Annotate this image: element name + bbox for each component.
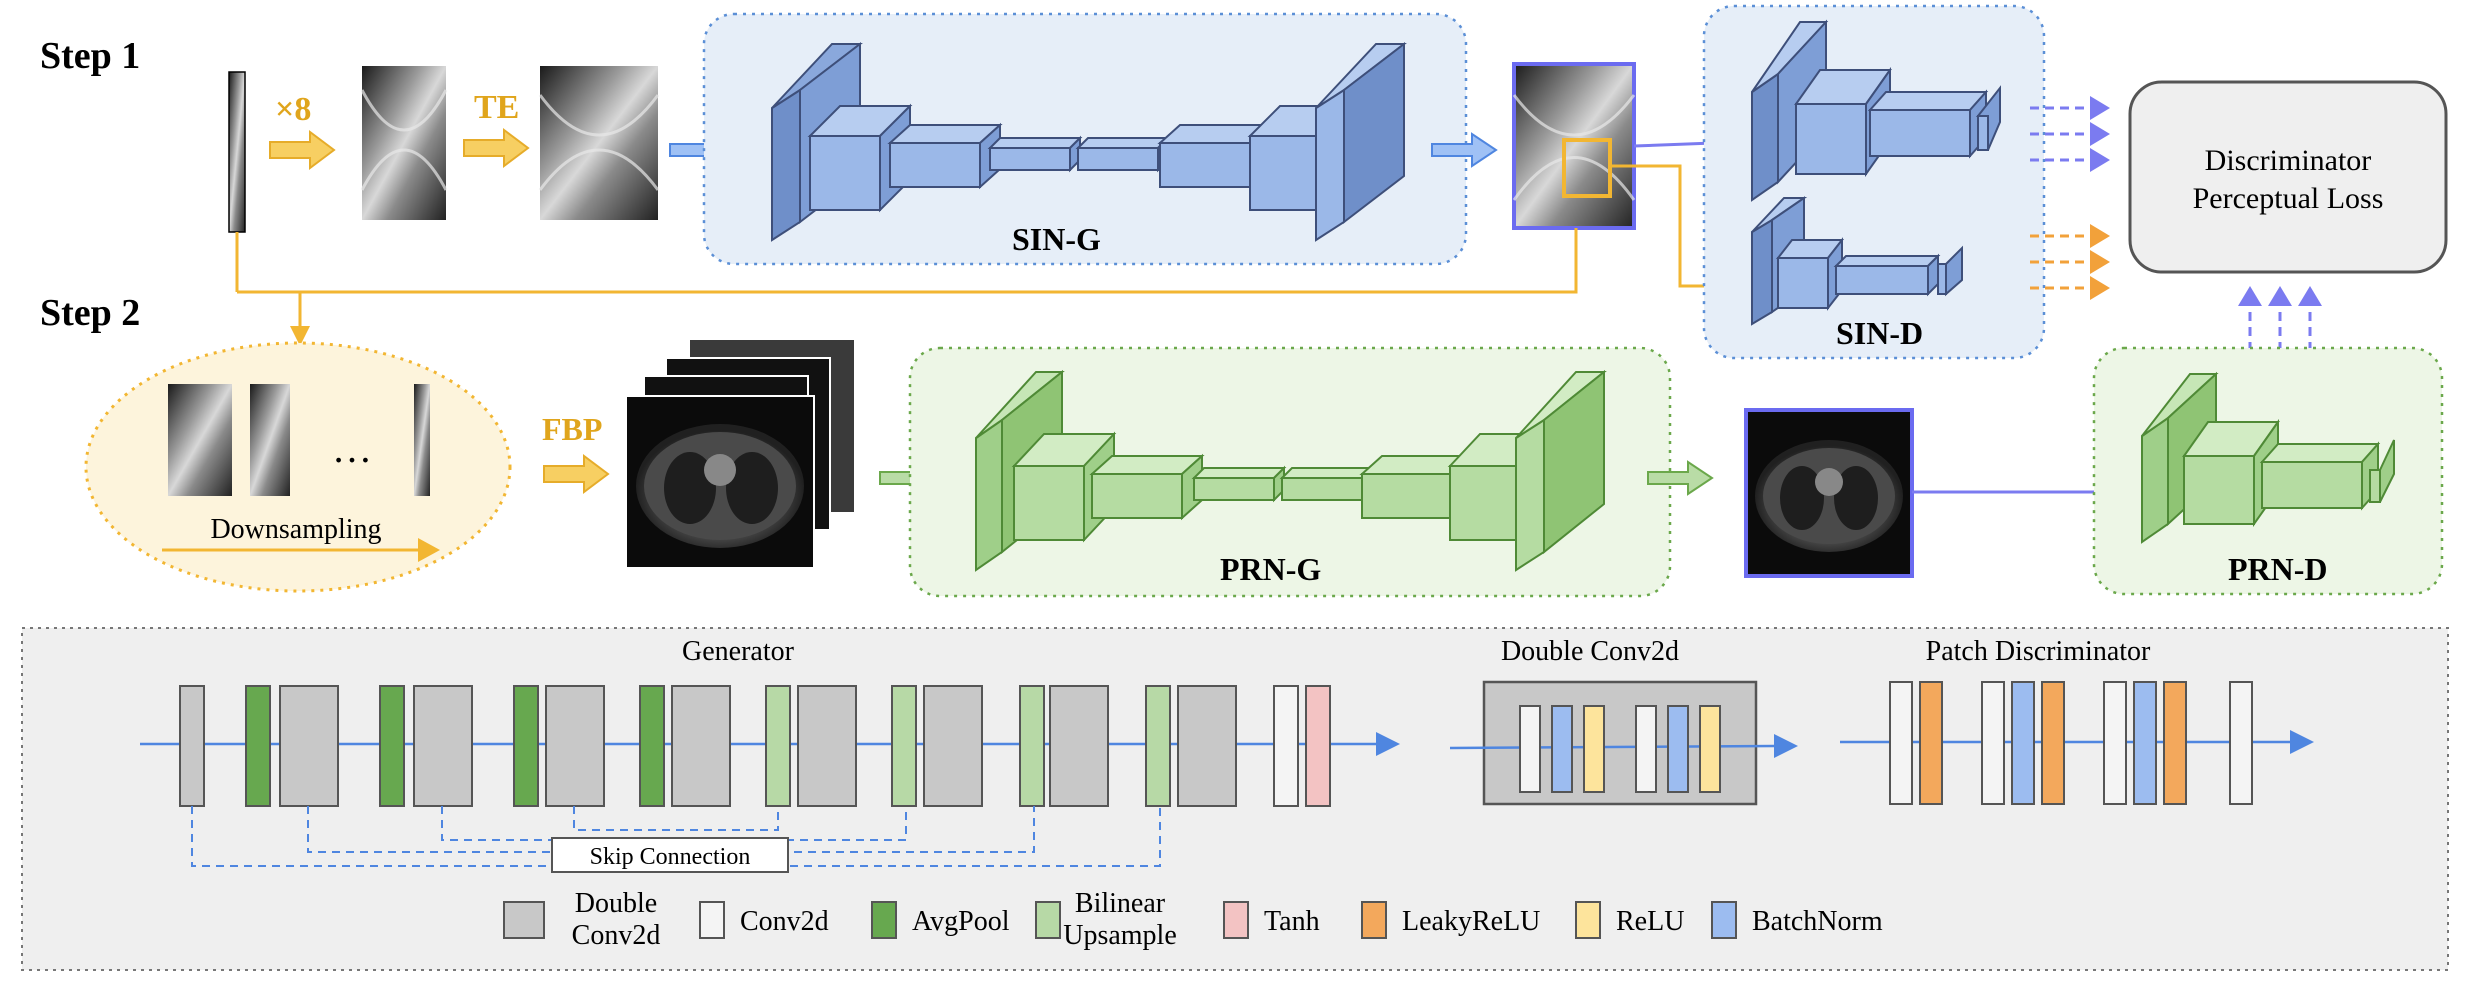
sin-g-network bbox=[771, 41, 1407, 242]
legend-label-avgpool: AvgPool bbox=[912, 906, 1010, 937]
prn-g-network bbox=[975, 369, 1607, 572]
sin-g-label: SIN-G bbox=[1012, 221, 1101, 257]
generated-sinogram bbox=[1512, 62, 1636, 230]
prn-d-label: PRN-D bbox=[2228, 551, 2328, 587]
legend-label-relu: ReLU bbox=[1616, 906, 1684, 937]
prn-g-label: PRN-G bbox=[1220, 551, 1321, 587]
downsample-sino-3 bbox=[414, 384, 430, 496]
downsample-sino-1 bbox=[168, 384, 232, 496]
reconstructed-ct bbox=[1744, 408, 1914, 578]
legend-label-bilinear-upsample: Bilinear bbox=[1075, 888, 1166, 919]
sinogram-te bbox=[540, 66, 658, 220]
prn-d-network bbox=[2141, 371, 2395, 544]
prn-d-outputs bbox=[2238, 286, 2322, 366]
double-conv-detail bbox=[1449, 680, 1798, 806]
arrow-out-prn-g bbox=[1647, 460, 1714, 496]
downsampling-label: Downsampling bbox=[210, 514, 381, 545]
arrow-out-sin-g bbox=[1431, 132, 1498, 168]
patch-disc-detail bbox=[1840, 681, 2314, 805]
generator-flow bbox=[140, 685, 1400, 807]
sinogram-8x bbox=[362, 66, 446, 220]
patch-disc-title: Patch Discriminator bbox=[1926, 636, 2151, 667]
sin-d-global-network bbox=[1751, 19, 2001, 202]
legend-swatch-conv2d bbox=[699, 901, 725, 939]
downsampling-ellipse bbox=[84, 341, 512, 593]
sin-d-label: SIN-D bbox=[1836, 315, 1923, 351]
legend-label-tanh: Tanh bbox=[1264, 906, 1320, 937]
legend-label-leakyrelu: LeakyReLU bbox=[1402, 906, 1540, 937]
times8-arrow bbox=[269, 130, 336, 170]
legend-label-double-conv2d: Double bbox=[575, 888, 657, 919]
ct-stack bbox=[625, 340, 854, 569]
double-conv-title: Double Conv2d bbox=[1501, 636, 1679, 667]
legend-swatch-bilinear-upsample bbox=[1035, 901, 1061, 939]
te-label: TE bbox=[474, 89, 519, 126]
sinogram-to-downsampling-line bbox=[300, 228, 1578, 294]
downsample-sino-2 bbox=[250, 384, 290, 496]
skip-connection-label-box bbox=[551, 837, 789, 873]
legend-swatch-relu bbox=[1575, 901, 1601, 939]
generator-title: Generator bbox=[682, 636, 795, 667]
legend-label-batchnorm: BatchNorm bbox=[1752, 906, 1883, 937]
legend-label-conv2d: Conv2d bbox=[740, 906, 829, 937]
legend-swatch-avgpool bbox=[871, 901, 897, 939]
sin-d-global-outputs bbox=[2030, 96, 2110, 172]
projection-strip bbox=[228, 71, 246, 233]
legend-label-bilinear-upsample: Upsample bbox=[1063, 920, 1177, 951]
sin-d-patch-network bbox=[1751, 196, 1963, 326]
legend-swatch-tanh bbox=[1223, 901, 1249, 939]
legend-label-double-conv2d: Conv2d bbox=[572, 920, 661, 951]
loss-line1: Discriminator bbox=[2205, 144, 2372, 177]
skip-connection-label: Skip Connection bbox=[590, 844, 751, 870]
te-arrow bbox=[463, 128, 530, 168]
legend-swatch-double-conv2d bbox=[503, 901, 545, 939]
sin-d-patch-outputs bbox=[2030, 224, 2110, 300]
patch-box bbox=[1562, 138, 1612, 198]
step1-label: Step 1 bbox=[40, 35, 140, 77]
loss-line2: Perceptual Loss bbox=[2193, 182, 2384, 215]
ellipsis: … bbox=[332, 426, 372, 471]
step2-label: Step 2 bbox=[40, 292, 140, 334]
fbp-arrow bbox=[543, 454, 610, 494]
fbp-label: FBP bbox=[542, 411, 602, 447]
legend-swatch-batchnorm bbox=[1711, 901, 1737, 939]
times8-label: ×8 bbox=[275, 91, 311, 128]
loss-box bbox=[2128, 80, 2448, 274]
legend-swatch-leakyrelu bbox=[1361, 901, 1387, 939]
